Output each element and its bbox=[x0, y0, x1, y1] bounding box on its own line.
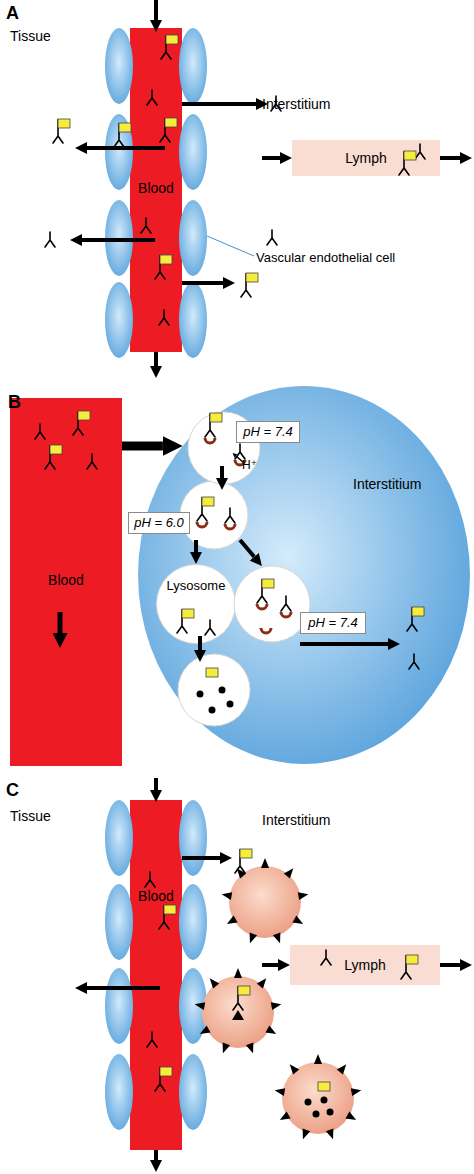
panel-letter: B bbox=[8, 392, 21, 413]
target-cell bbox=[194, 968, 282, 1055]
flow-arrow bbox=[154, 778, 158, 790]
flow-arrow bbox=[154, 0, 158, 20]
endothelial-cell bbox=[179, 968, 207, 1044]
node-text: pH = 7.4 bbox=[301, 613, 365, 633]
degraded-fragment bbox=[321, 1097, 328, 1104]
uptake-arrow bbox=[122, 442, 163, 451]
endothelial-cell bbox=[105, 200, 133, 276]
endothelial-cell bbox=[105, 1054, 133, 1130]
lymph-box: Lymph bbox=[292, 140, 440, 176]
drug-conjugate bbox=[241, 273, 258, 297]
drug-flag bbox=[318, 1082, 330, 1091]
ph-box: pH = 7.4 bbox=[236, 421, 300, 443]
flow-arrow bbox=[440, 963, 460, 967]
degraded-fragment bbox=[305, 1099, 312, 1106]
antibody bbox=[45, 232, 55, 247]
cell-body bbox=[138, 386, 470, 764]
blood-vessel: Blood bbox=[130, 28, 182, 352]
drug-conjugate bbox=[53, 119, 70, 143]
drug-conjugate bbox=[114, 123, 131, 147]
flow-arrow bbox=[262, 963, 278, 967]
flow-arrows bbox=[82, 0, 460, 366]
target-cell bbox=[221, 858, 309, 945]
endothelial-cell bbox=[105, 282, 133, 358]
region-label: Tissue bbox=[10, 28, 51, 44]
node-text: pH = 7.4 bbox=[237, 422, 299, 442]
callout-label: Vascular endothelial cell bbox=[256, 250, 395, 265]
flow-arrow bbox=[154, 352, 158, 366]
endothelial-cell bbox=[105, 884, 133, 960]
endothelial-cell bbox=[105, 800, 133, 876]
vesicle-outline bbox=[156, 564, 236, 644]
blood-compartment: Blood bbox=[10, 398, 122, 766]
region-label: Tissue bbox=[10, 808, 51, 824]
endothelial-cell bbox=[179, 200, 207, 276]
leader-line bbox=[207, 236, 254, 256]
endothelial-cell bbox=[179, 884, 207, 960]
region-label: Interstitium bbox=[262, 96, 330, 112]
node-text: pH = 6.0 bbox=[129, 513, 189, 533]
flow-arrow bbox=[182, 102, 256, 106]
flow-arrow bbox=[154, 1150, 158, 1160]
flow-arrow bbox=[440, 156, 460, 160]
internalized-antigen bbox=[232, 1010, 244, 1020]
ph-box: pH = 7.4 bbox=[300, 612, 366, 634]
endothelial-cell bbox=[105, 28, 133, 104]
endothelial-cell bbox=[179, 114, 207, 190]
endothelial-cell bbox=[179, 28, 207, 104]
drug-conjugate bbox=[235, 849, 252, 873]
endothelial-cell: InterstitiumpH = 7.4LysosomepH = 7.4 bbox=[138, 386, 470, 764]
node-text: Lymph bbox=[290, 945, 440, 985]
node-text: Lysosome bbox=[156, 578, 236, 593]
panel-letter: C bbox=[6, 780, 19, 801]
endothelial-cell bbox=[179, 1054, 207, 1130]
flow-arrow bbox=[182, 856, 220, 860]
vesicle-body bbox=[157, 565, 236, 644]
flow-arrow bbox=[182, 281, 223, 285]
blood-vessel: Blood bbox=[130, 800, 182, 1150]
node-text: Lymph bbox=[292, 140, 440, 176]
ph-box: pH = 6.0 bbox=[128, 512, 190, 534]
antibody bbox=[267, 230, 277, 245]
endothelial-cells bbox=[105, 28, 207, 358]
flow-arrows bbox=[87, 778, 460, 1160]
panel-letter: A bbox=[6, 3, 19, 24]
node-text: Blood bbox=[130, 888, 182, 904]
endothelial-cell bbox=[179, 282, 207, 358]
degraded-fragment bbox=[313, 1111, 320, 1118]
ion-label: H⁺ bbox=[242, 458, 257, 472]
endothelial-cell bbox=[179, 800, 207, 876]
flow-arrow bbox=[262, 156, 280, 160]
degraded-fragment bbox=[327, 1109, 334, 1116]
lymph-box: Lymph bbox=[290, 945, 440, 985]
region-label: Interstitium bbox=[262, 812, 330, 828]
target-cell bbox=[274, 1054, 362, 1141]
endothelial-cell bbox=[105, 968, 133, 1044]
lysosome: Lysosome bbox=[156, 564, 236, 644]
node-text: Blood bbox=[10, 572, 122, 588]
node-text: Interstitium bbox=[353, 476, 421, 492]
node-text: Blood bbox=[130, 180, 182, 196]
drug-conjugate bbox=[233, 986, 250, 1010]
endothelial-cell bbox=[105, 114, 133, 190]
